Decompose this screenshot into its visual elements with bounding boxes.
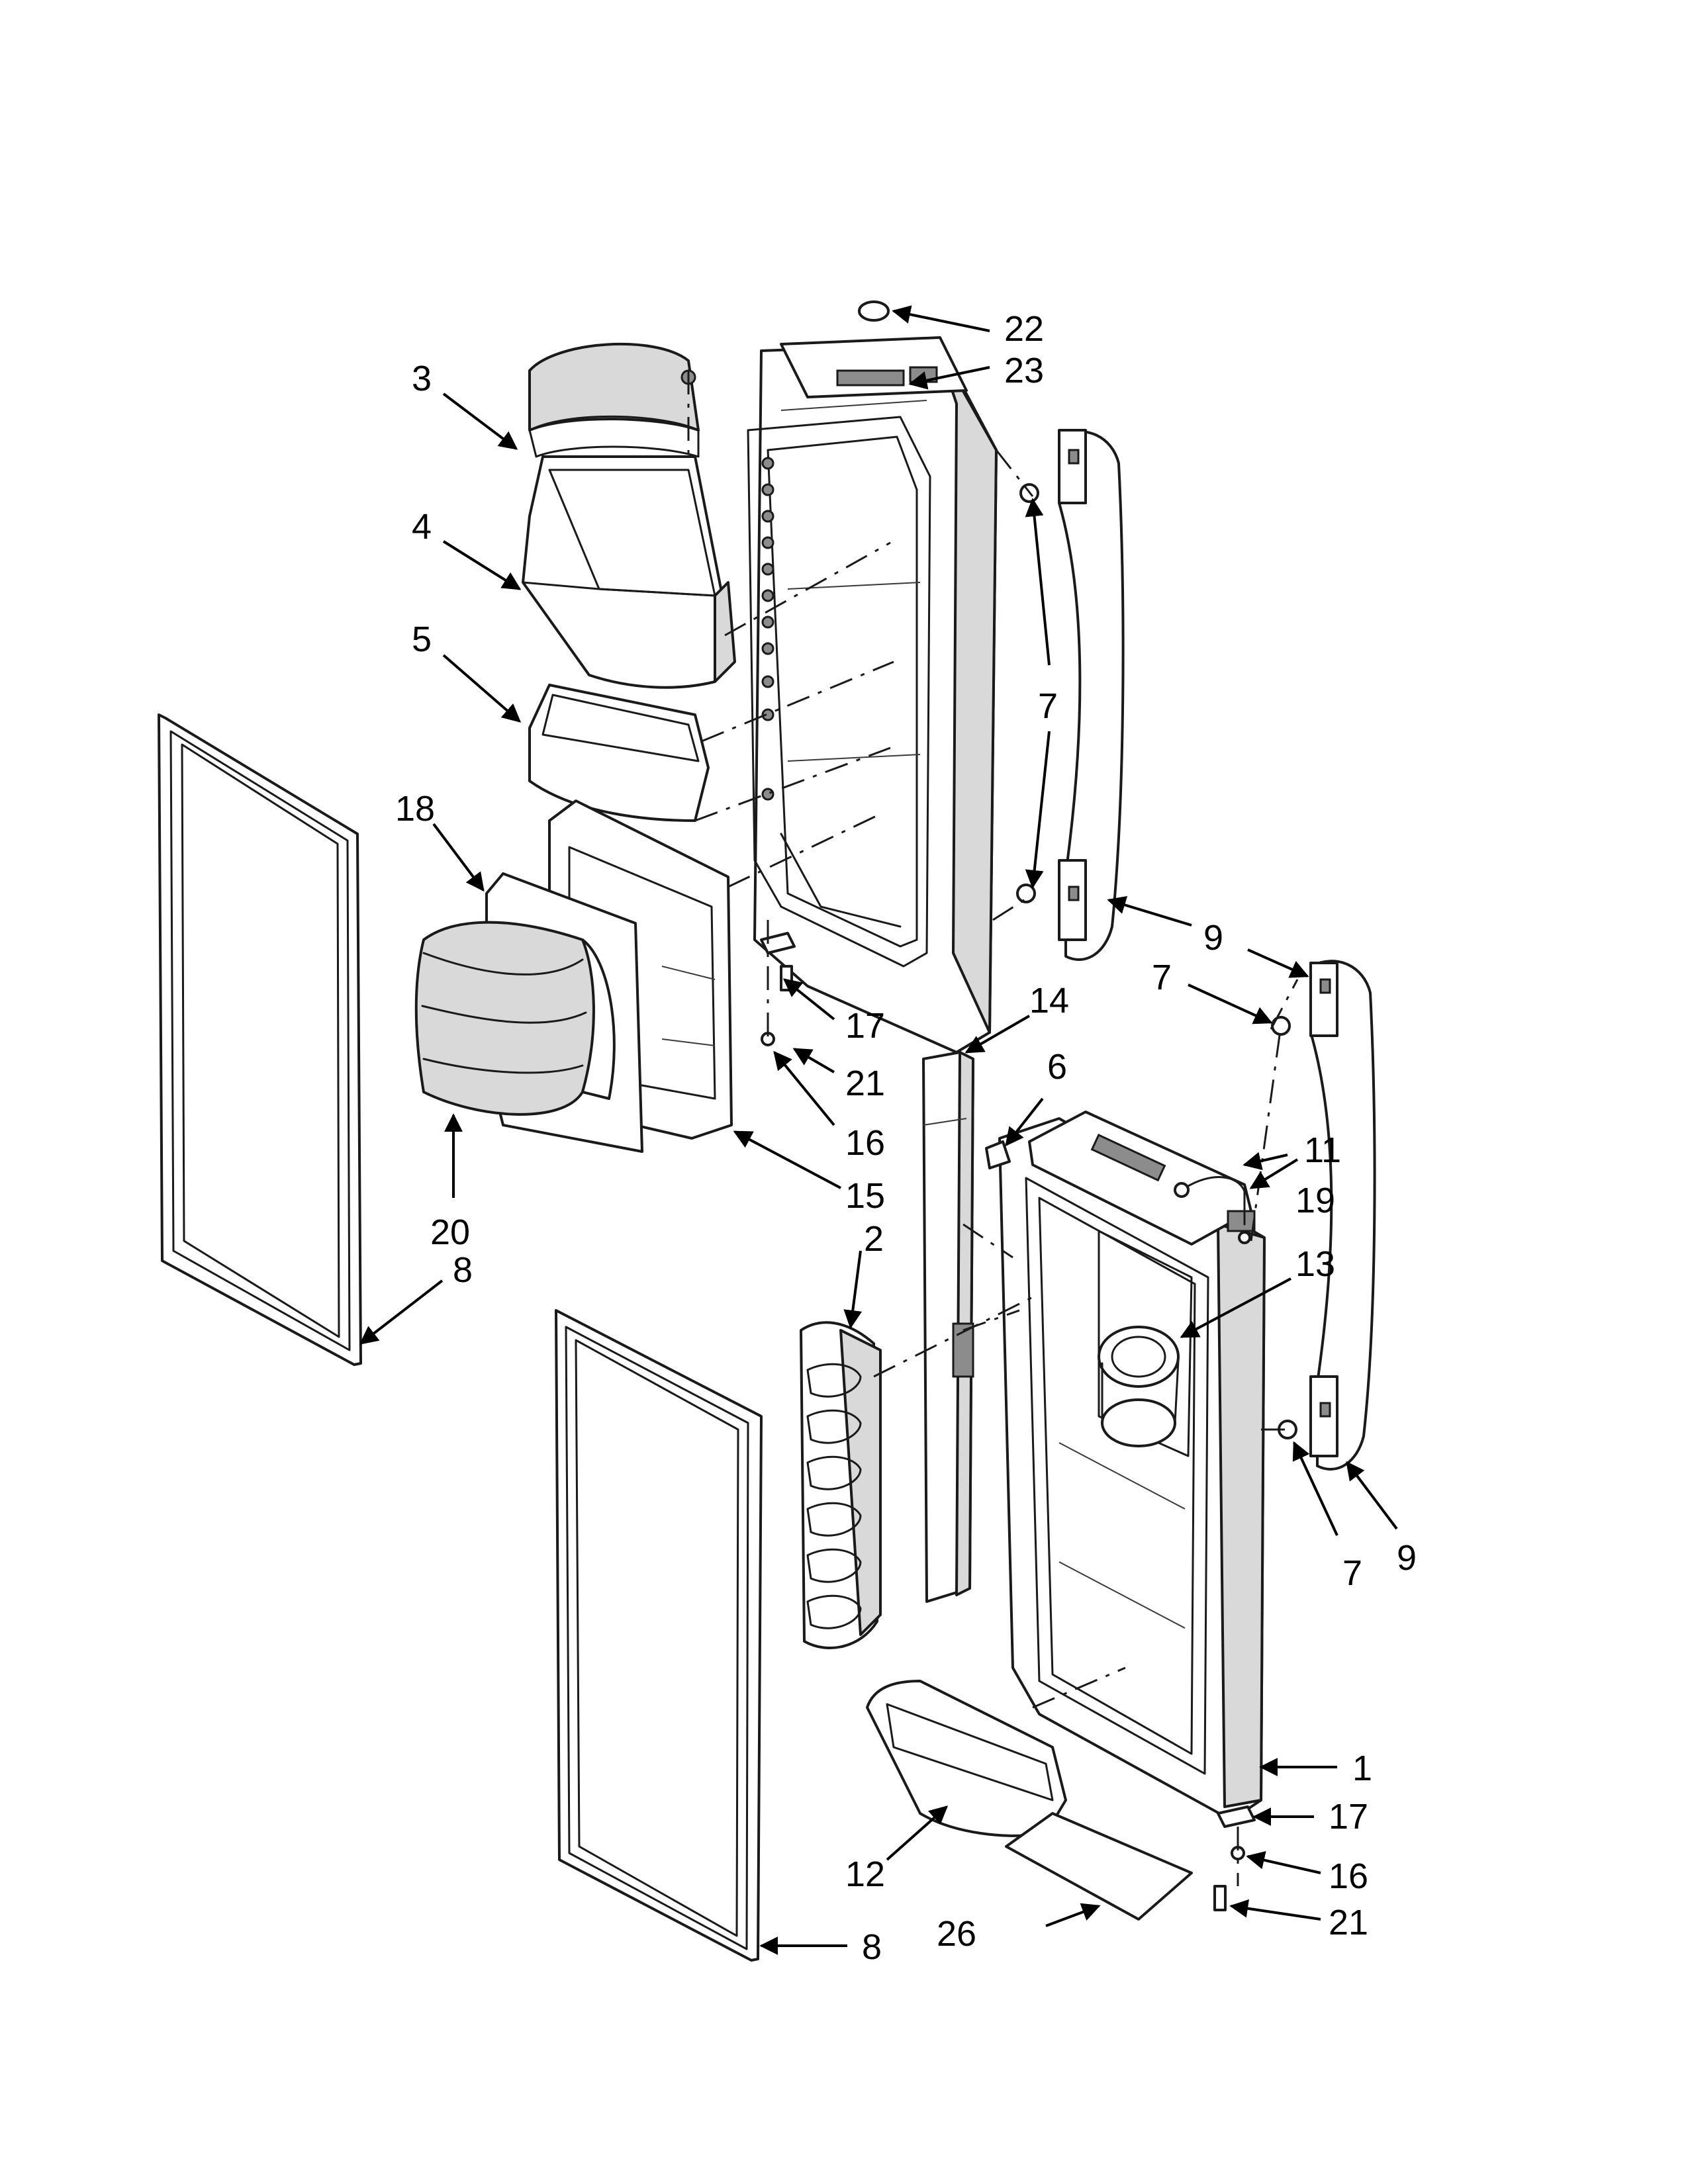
callout-26: 26 xyxy=(937,1914,976,1954)
part-1-lower-door-liner xyxy=(998,1117,1266,1821)
assembly-lines xyxy=(687,371,1299,1886)
callout-21-lower: 21 xyxy=(1329,1903,1368,1942)
callout-9-upper: 9 xyxy=(1203,918,1223,958)
callout-7-mid: 7 xyxy=(1152,958,1172,997)
callout-19: 19 xyxy=(1295,1181,1335,1220)
callout-5: 5 xyxy=(412,619,432,659)
callout-7-lower: 7 xyxy=(1342,1553,1362,1593)
part-14-mullion xyxy=(922,1051,974,1603)
callout-16-upper: 16 xyxy=(845,1123,885,1163)
callout-23: 23 xyxy=(1004,351,1044,390)
part-22-plug xyxy=(858,300,890,322)
callout-4: 4 xyxy=(412,507,432,547)
callout-7-upper: 7 xyxy=(1038,686,1058,726)
upper-door-top-cap xyxy=(780,336,968,398)
part-6-screw xyxy=(985,1140,1011,1169)
part-19-fitting xyxy=(1238,1231,1251,1244)
callout-17-lower: 17 xyxy=(1329,1797,1368,1837)
callout-9-lower: 9 xyxy=(1397,1538,1417,1578)
callout-18: 18 xyxy=(395,789,435,829)
part-13-dispenser-chute xyxy=(1098,1326,1180,1447)
callout-12: 12 xyxy=(845,1854,885,1894)
part-2-can-rack xyxy=(800,1321,882,1649)
callout-13: 13 xyxy=(1295,1244,1335,1284)
part-4-dairy-bin xyxy=(522,455,736,689)
callout-15: 15 xyxy=(845,1176,885,1216)
callout-8-upper: 8 xyxy=(453,1250,473,1290)
callout-17-upper: 17 xyxy=(845,1006,885,1046)
callout-16-lower: 16 xyxy=(1329,1856,1368,1896)
part-23-upper-dispenser-trim xyxy=(1028,1111,1256,1246)
upper-door-liner-shelf-dots xyxy=(761,457,774,801)
part-8-upper-door-gasket xyxy=(158,713,362,1366)
part-5-door-bin xyxy=(528,684,710,822)
part-9-upper-handle xyxy=(1058,429,1125,961)
part-20-ice-bin-front xyxy=(414,921,616,1116)
callout-3: 3 xyxy=(412,359,432,398)
leader-arrows xyxy=(359,305,1398,1955)
callout-6: 6 xyxy=(1047,1047,1067,1087)
part-9-lower-handle xyxy=(1309,960,1376,1471)
part-3-dairy-door xyxy=(528,342,700,458)
callout-1: 1 xyxy=(1352,1749,1372,1788)
part-26-cover xyxy=(1005,1812,1193,1921)
callout-labels: 22 23 3 4 5 7 18 17 21 16 20 15 8 9 7 14… xyxy=(395,309,1417,1967)
callout-11: 11 xyxy=(1304,1130,1341,1170)
part-11-water-tube xyxy=(1174,1176,1246,1226)
part-8-lower-door-gasket xyxy=(555,1309,763,1962)
callout-21-upper: 21 xyxy=(845,1064,885,1103)
callout-8-lower: 8 xyxy=(862,1927,882,1967)
callout-22: 22 xyxy=(1004,309,1044,349)
callout-20: 20 xyxy=(430,1212,470,1252)
upper-door-liner xyxy=(747,343,998,1054)
lower-hinge-hardware xyxy=(1213,1805,1256,1911)
callout-2: 2 xyxy=(864,1219,884,1259)
callout-14: 14 xyxy=(1029,981,1069,1021)
